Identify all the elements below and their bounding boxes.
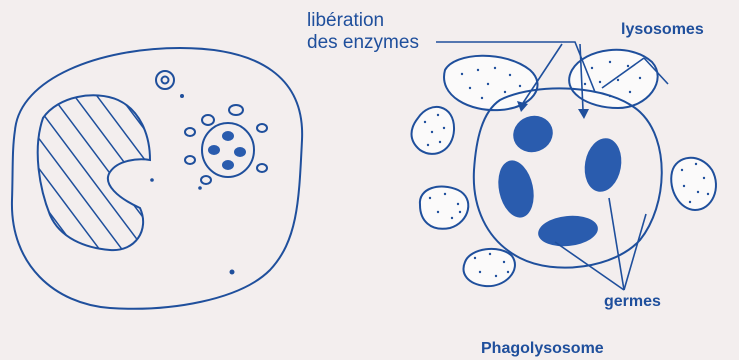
granule: [229, 105, 243, 115]
germ: [222, 131, 234, 141]
germ: [493, 157, 538, 221]
germs: [493, 110, 625, 249]
label-lysosomes: lysosomes: [621, 20, 704, 40]
lysosome: [412, 107, 455, 154]
lysosome: [671, 158, 716, 210]
cell-membrane: [12, 48, 302, 309]
nucleus: [38, 95, 150, 250]
granule: [185, 156, 195, 164]
granule: [202, 115, 214, 125]
label-enzyme-release: libération des enzymes: [307, 10, 419, 54]
label-enzyme-release-line2: des enzymes: [307, 32, 419, 54]
phagocyte-cell: [0, 40, 302, 309]
lysosome-group: [412, 50, 716, 286]
granule: [257, 124, 267, 132]
germ: [208, 145, 220, 155]
vacuole-inner: [162, 77, 169, 84]
germ: [537, 213, 600, 249]
label-enzyme-release-line1: libération: [307, 10, 419, 32]
nucleus-hatching: [0, 40, 220, 280]
phagosome-germs: [208, 131, 246, 170]
germ: [222, 160, 234, 170]
cytoplasm-dots: [150, 94, 234, 275]
phagolysosome: [474, 88, 662, 267]
label-germes: germes: [604, 292, 661, 312]
granule: [185, 128, 195, 136]
label-phagolysosome: Phagolysosome: [481, 339, 604, 359]
granule: [257, 164, 267, 172]
germ: [508, 110, 558, 158]
germ: [581, 135, 626, 194]
arrowheads: [517, 101, 589, 119]
granule: [201, 176, 211, 184]
vacuole-outer: [156, 71, 174, 89]
lysosome: [420, 186, 468, 228]
germ: [234, 147, 246, 157]
